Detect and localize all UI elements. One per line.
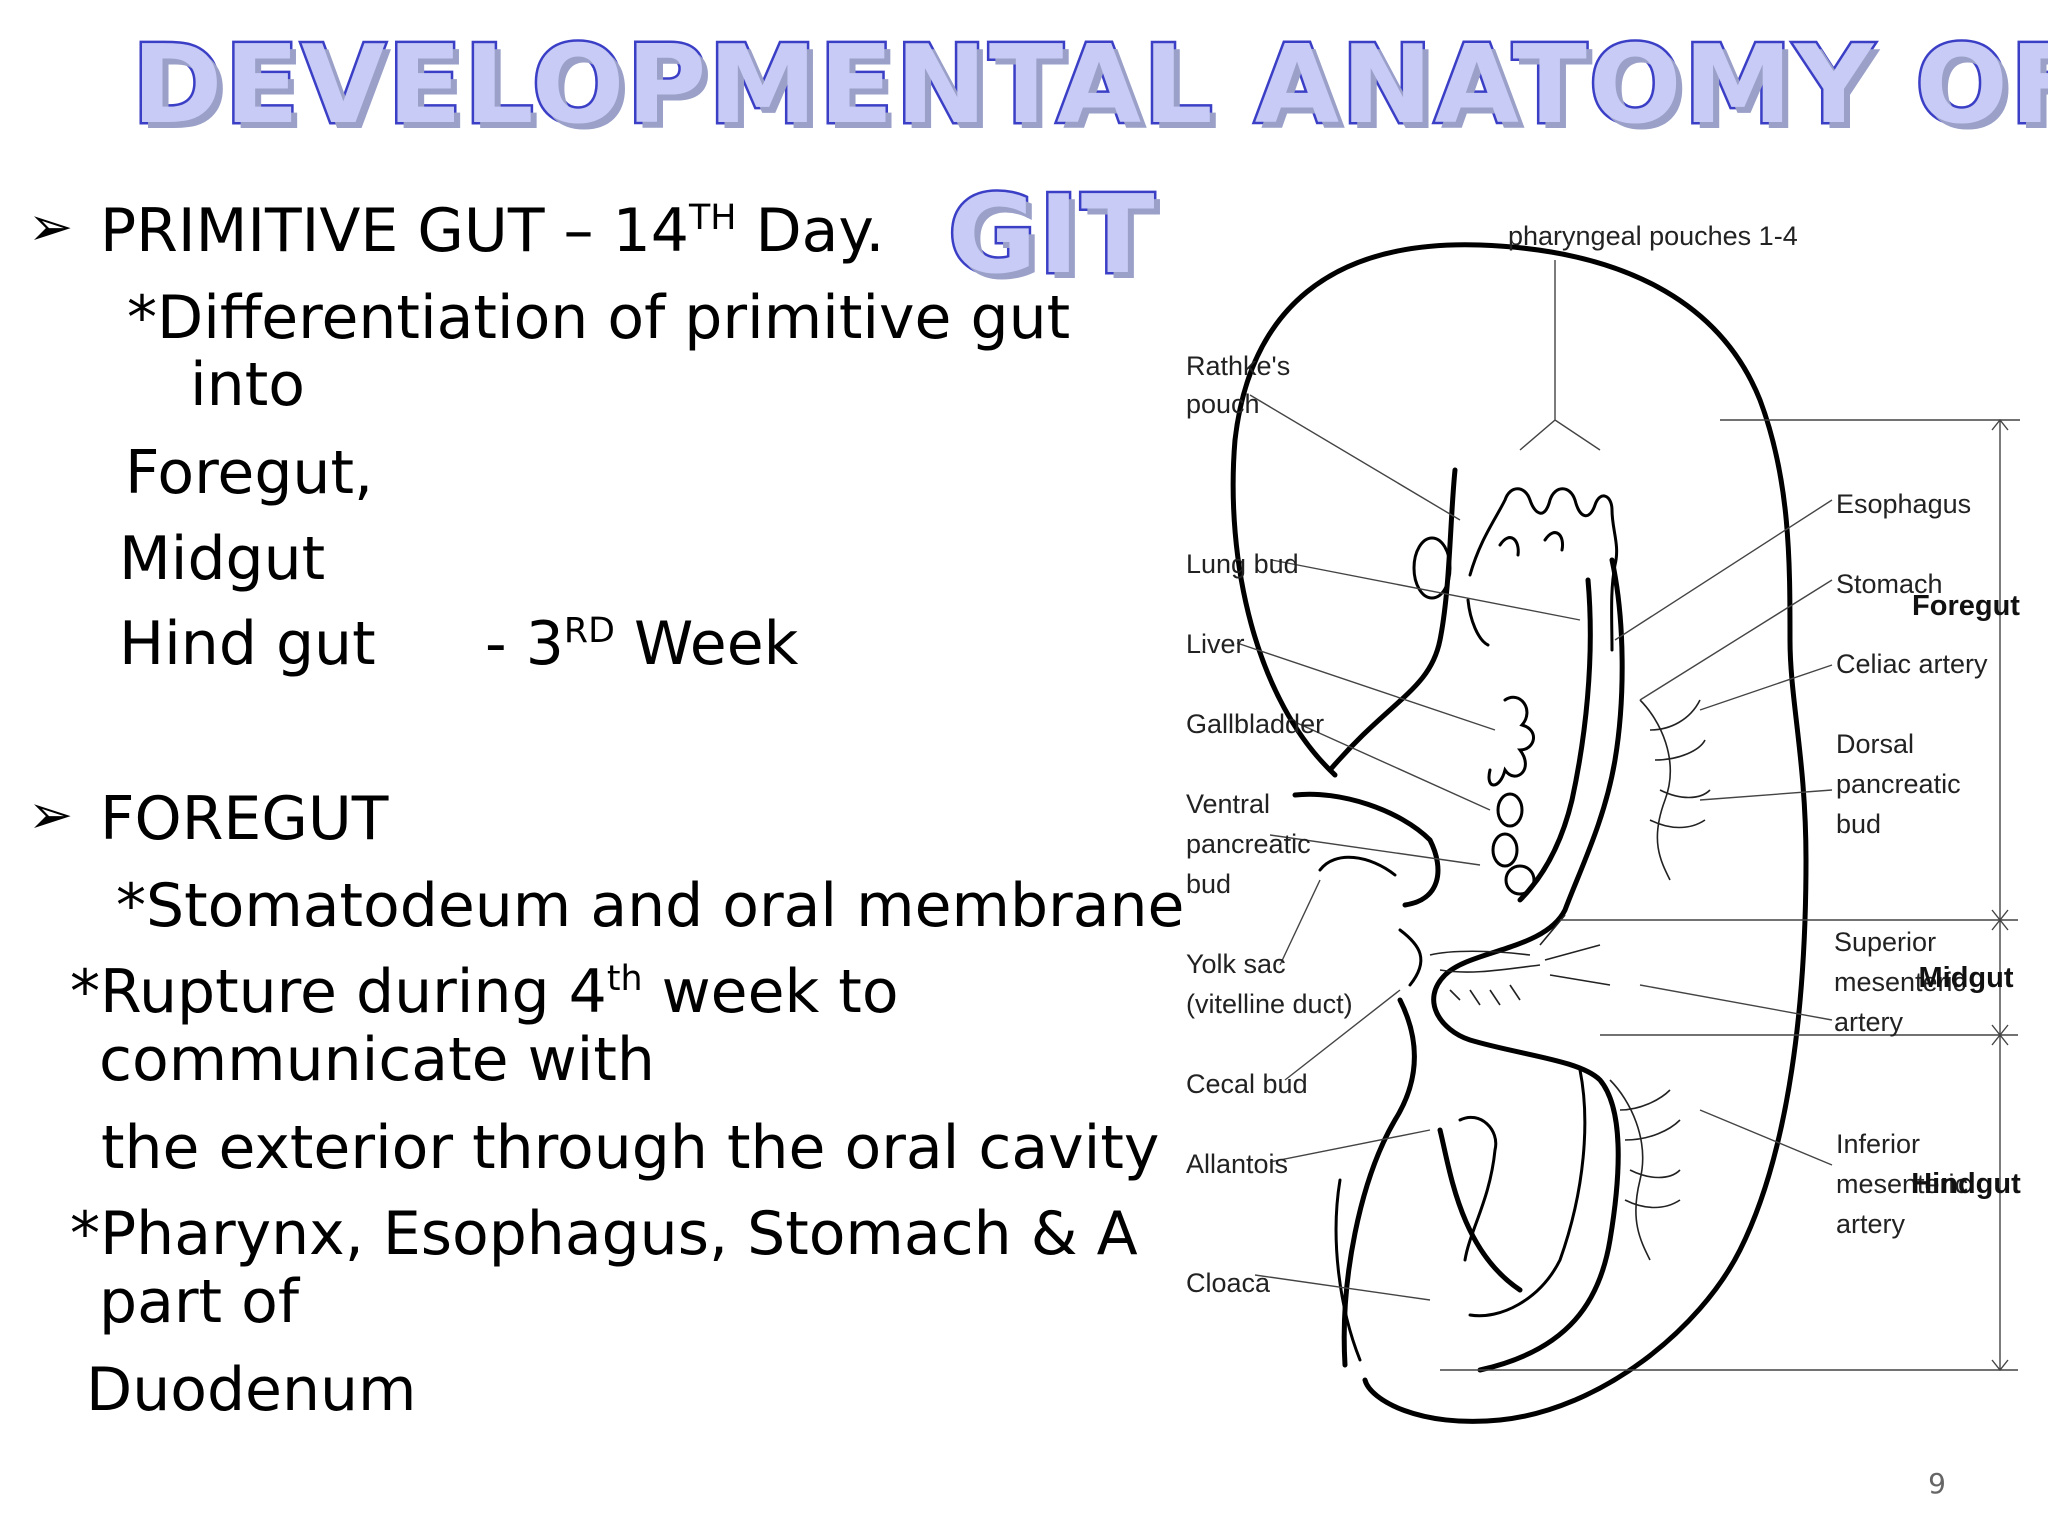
rupture-text-end: week to bbox=[642, 957, 899, 1027]
title-line-1: DEVELOPMENTAL ANATOMY OF bbox=[129, 23, 2048, 148]
label-dorsal-bud: bud bbox=[1836, 809, 1881, 839]
gut-development-diagram: pharyngeal pouches 1-4 Rathke's pouch Lu… bbox=[1186, 221, 2021, 1424]
label-vitelline-duct: (vitelline duct) bbox=[1186, 989, 1353, 1019]
midgut-line: Midgut bbox=[119, 524, 326, 594]
part-of-line: part of bbox=[99, 1267, 299, 1337]
label-allantois: Allantois bbox=[1186, 1149, 1288, 1179]
label-dorsal: Dorsal bbox=[1836, 729, 1914, 759]
label-inferior: Inferior bbox=[1836, 1129, 1920, 1159]
primitive-gut-heading: PRIMITIVE GUT – 14TH Day. bbox=[100, 201, 884, 261]
into-line: into bbox=[190, 350, 305, 420]
communicate-line: communicate with bbox=[99, 1025, 655, 1095]
third-week-line: - 3RD Week bbox=[485, 614, 798, 674]
label-stomach: Stomach bbox=[1836, 569, 1943, 599]
region-hindgut: Hindgut bbox=[1911, 1168, 2021, 1200]
label-cecal-bud: Cecal bud bbox=[1186, 1069, 1308, 1099]
label-ventral: Ventral bbox=[1186, 789, 1270, 819]
rupture-line: *Rupture during 4th week to bbox=[70, 962, 899, 1022]
bullet-arrow-icon: ➢ bbox=[28, 195, 74, 258]
week-text: - 3 bbox=[485, 609, 564, 679]
heading-text: PRIMITIVE GUT – 14 bbox=[100, 196, 689, 266]
label-cloaca: Cloaca bbox=[1186, 1268, 1271, 1298]
label-celiac-artery: Celiac artery bbox=[1836, 649, 1988, 679]
pharynx-line: *Pharynx, Esophagus, Stomach & A bbox=[70, 1199, 1138, 1269]
label-yolk-sac: Yolk sac bbox=[1186, 949, 1286, 979]
label-liver: Liver bbox=[1186, 629, 1245, 659]
label-gallbladder: Gallbladder bbox=[1186, 709, 1324, 739]
rupture-text: *Rupture during 4 bbox=[70, 957, 607, 1027]
hindgut-line: Hind gut bbox=[119, 609, 376, 679]
title-line-2: GIT bbox=[946, 173, 1157, 298]
heading-superscript: TH bbox=[688, 198, 737, 239]
week-text-end: Week bbox=[614, 609, 799, 679]
region-foregut: Foregut bbox=[1912, 590, 2020, 622]
week-superscript: RD bbox=[563, 611, 615, 652]
label-ventral-bud: bud bbox=[1186, 869, 1231, 899]
duodenum-line: Duodenum bbox=[86, 1355, 417, 1425]
label-inferior-mesenteric: mesenteric bbox=[1836, 1169, 1968, 1199]
label-esophagus: Esophagus bbox=[1836, 489, 1971, 519]
region-midgut: Midgut bbox=[1918, 962, 2013, 994]
label-pouch: pouch bbox=[1186, 389, 1260, 419]
foregut-line: Foregut, bbox=[125, 438, 374, 508]
exterior-line: the exterior through the oral cavity bbox=[101, 1113, 1160, 1183]
label-ventral-pancreatic: pancreatic bbox=[1186, 829, 1311, 859]
heading-text-end: Day. bbox=[736, 196, 885, 266]
label-inferior-artery: artery bbox=[1836, 1209, 1906, 1239]
rupture-superscript: th bbox=[606, 959, 643, 1000]
bullet-arrow-icon: ➢ bbox=[28, 783, 74, 846]
label-superior-artery: artery bbox=[1834, 1007, 1904, 1037]
label-dorsal-pancreatic: pancreatic bbox=[1836, 769, 1961, 799]
page-number: 9 bbox=[1928, 1467, 1946, 1500]
label-pharyngeal-pouches: pharyngeal pouches 1-4 bbox=[1508, 221, 1798, 251]
label-superior: Superior bbox=[1834, 927, 1936, 957]
differentiation-line: *Differentiation of primitive gut bbox=[127, 283, 1071, 353]
label-superior-mesenteric: mesenteric bbox=[1834, 967, 1966, 997]
foregut-heading: FOREGUT bbox=[100, 784, 389, 854]
stomatodeum-line: *Stomatodeum and oral membrane bbox=[116, 871, 1185, 941]
label-rathkes: Rathke's bbox=[1186, 351, 1290, 381]
label-lung-bud: Lung bud bbox=[1186, 549, 1299, 579]
